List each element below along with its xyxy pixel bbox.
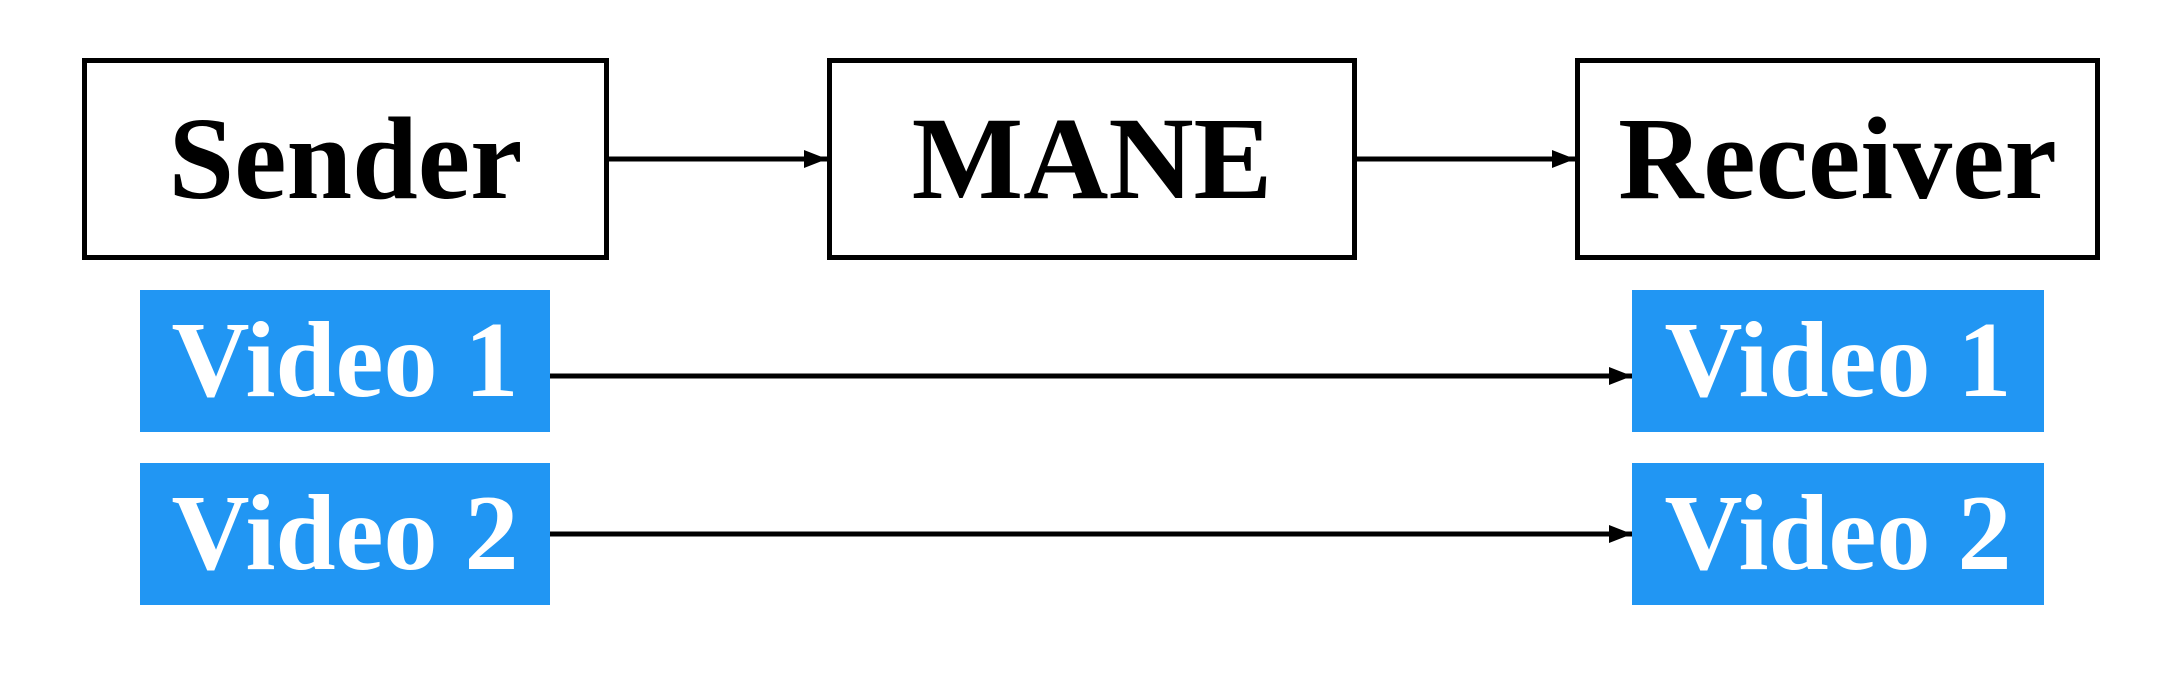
arrowhead-video-1 bbox=[1609, 367, 1632, 385]
receiver-video-2-label: Video 2 bbox=[1664, 474, 2012, 593]
sender-video-1: Video 1 bbox=[140, 290, 550, 432]
sender-video-2-label: Video 2 bbox=[171, 474, 519, 593]
arrowhead-mane-to-receiver bbox=[1552, 150, 1575, 168]
arrowhead-video-2 bbox=[1609, 525, 1632, 543]
arrowhead-sender-to-mane bbox=[804, 150, 827, 168]
receiver-video-1-label: Video 1 bbox=[1664, 301, 2012, 420]
sender-label: Sender bbox=[168, 93, 523, 224]
mane-node: MANE bbox=[827, 58, 1357, 260]
receiver-label: Receiver bbox=[1618, 93, 2057, 224]
receiver-video-2: Video 2 bbox=[1632, 463, 2044, 605]
receiver-node: Receiver bbox=[1575, 58, 2100, 260]
sender-node: Sender bbox=[82, 58, 609, 260]
sender-video-1-label: Video 1 bbox=[171, 301, 519, 420]
sender-video-2: Video 2 bbox=[140, 463, 550, 605]
mane-label: MANE bbox=[911, 93, 1273, 224]
receiver-video-1: Video 1 bbox=[1632, 290, 2044, 432]
